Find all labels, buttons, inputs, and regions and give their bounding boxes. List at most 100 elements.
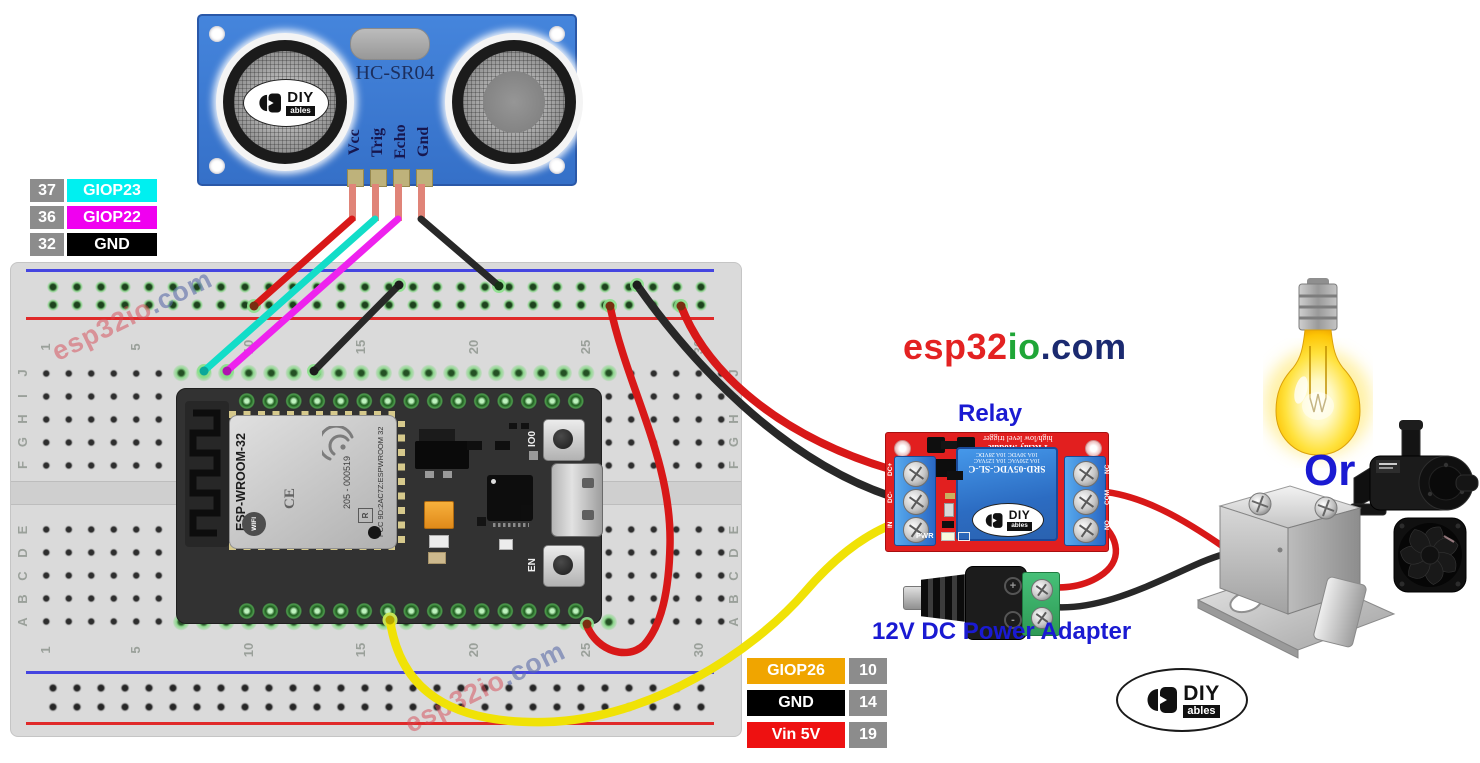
smd-component xyxy=(944,503,954,517)
terminal-label: DC+ xyxy=(887,462,894,476)
smd-component xyxy=(945,493,955,499)
esp32-pads xyxy=(398,421,405,543)
en-button xyxy=(543,545,585,587)
regulator-leg xyxy=(425,471,434,478)
barrel-jack-ridges xyxy=(921,574,967,622)
sensor-title: HC-SR04 xyxy=(355,62,435,84)
wire-endpoint-dots xyxy=(199,280,686,629)
breadboard-bottom-red-line xyxy=(26,722,714,725)
pin-number-badge: 37 xyxy=(30,179,64,202)
breadboard-top-blue-line xyxy=(26,269,714,272)
terminal-screw xyxy=(903,461,929,487)
breadboard-rail-holes xyxy=(41,278,713,296)
micro-usb-port xyxy=(551,463,603,537)
smd-component xyxy=(509,423,517,429)
terminal-screw xyxy=(1031,607,1053,629)
terminal-label: COM xyxy=(1104,489,1111,505)
wire-rail-to-esp-gnd xyxy=(310,281,403,375)
relay-title: Relay xyxy=(958,400,1023,427)
mount-hole xyxy=(209,26,225,42)
terminal-screw xyxy=(1031,579,1053,601)
wire-rail-to-relay-black xyxy=(633,281,897,501)
relay-module: 1 Relay Module high/low level trigger DC… xyxy=(885,432,1111,552)
smd-component xyxy=(467,441,482,450)
tantalum-capacitor xyxy=(424,501,454,529)
pin-number-badge: 10 xyxy=(849,658,887,684)
adapter-title: 12V DC Power Adapter xyxy=(872,618,1132,645)
pwr-label: PWR xyxy=(916,531,934,540)
usb-slot xyxy=(582,510,594,520)
terminal-screw xyxy=(903,517,929,543)
pin-name-badge: Vin 5V xyxy=(747,722,845,748)
breadboard-rail-holes xyxy=(41,698,713,716)
breadboard-bottom-blue-line xyxy=(26,671,714,674)
diyables-glyph-icon xyxy=(1147,687,1178,713)
wifi-badge-icon: WIFI xyxy=(242,512,266,536)
chip-pins xyxy=(493,523,529,527)
smd-component xyxy=(495,441,510,450)
esp32-chip xyxy=(487,475,533,527)
terminal-screw xyxy=(1073,461,1099,487)
wire-vcc-red xyxy=(250,215,356,310)
pin-name-badge: GND xyxy=(67,233,157,256)
pin-name-badge: GND xyxy=(747,690,845,716)
wire-vin-red xyxy=(583,302,674,657)
espressif-swirl-icon xyxy=(322,426,354,461)
voltage-regulator xyxy=(415,441,469,469)
plus-mark: + xyxy=(1004,577,1022,595)
solenoid-latch-bolt xyxy=(1313,576,1367,648)
smd-component xyxy=(499,539,513,550)
mount-hole xyxy=(549,158,565,174)
esp32-pads xyxy=(229,411,395,418)
wire-trig-cyan xyxy=(200,215,379,375)
fan-blades xyxy=(1400,526,1459,585)
terminal-screw xyxy=(1073,489,1099,515)
light-bulb xyxy=(1264,278,1372,457)
smd-component xyxy=(529,451,538,460)
minus-mark: - xyxy=(1004,611,1022,629)
regulator-tab xyxy=(419,429,455,443)
wire-giop26-yellow xyxy=(385,519,898,727)
terminal-screw xyxy=(903,489,929,515)
chip-pin1-dot xyxy=(491,479,496,484)
pin-name-badge: GIOP22 xyxy=(67,206,157,229)
diyables-glyph-icon xyxy=(259,93,282,113)
crystal-oscillator xyxy=(350,28,430,60)
esp32-antenna xyxy=(185,401,229,547)
relay-cube: SRD-05VDC-SL-C 10A 250VAC 10A 125VAC 10A… xyxy=(956,447,1058,541)
breadboard-row-j-highlight xyxy=(170,361,620,385)
cooling-fan xyxy=(1393,517,1467,593)
silk-mark xyxy=(958,532,970,541)
transducer-center xyxy=(483,71,545,133)
smd-component xyxy=(477,517,486,526)
pump-nozzle xyxy=(1455,474,1479,492)
pin-name-badge: GIOP23 xyxy=(67,179,157,202)
wire-gnd-black xyxy=(417,215,503,290)
esp32-shield-dot xyxy=(368,526,381,539)
smd-component xyxy=(521,423,529,429)
relay-cube-text: SRD-05VDC-SL-C 10A 250VAC 10A 125VAC 10A… xyxy=(968,451,1046,473)
relay-output-terminal xyxy=(1064,456,1106,546)
pin-number-badge: 36 xyxy=(30,206,64,229)
smd-component xyxy=(429,535,449,548)
relay-input-terminal xyxy=(894,456,936,546)
usb-slot xyxy=(582,478,594,488)
barrel-jack-body: + - xyxy=(965,566,1027,640)
regulator-leg xyxy=(443,471,452,478)
adapter-terminal-block xyxy=(1022,572,1060,636)
wire-rail-to-relay-red xyxy=(677,302,897,474)
power-led xyxy=(941,532,955,541)
transducer-right xyxy=(445,33,583,171)
pin-name-badge: GIOP26 xyxy=(747,658,845,684)
io0-button xyxy=(543,419,585,461)
diyables-glyph-icon xyxy=(985,512,1003,528)
esp32-shield: ESP-WROOM-32 CE WIFI 205 - 000519 R FCC … xyxy=(229,415,397,549)
wire-echo-magenta xyxy=(223,215,402,375)
mount-hole xyxy=(549,26,565,42)
